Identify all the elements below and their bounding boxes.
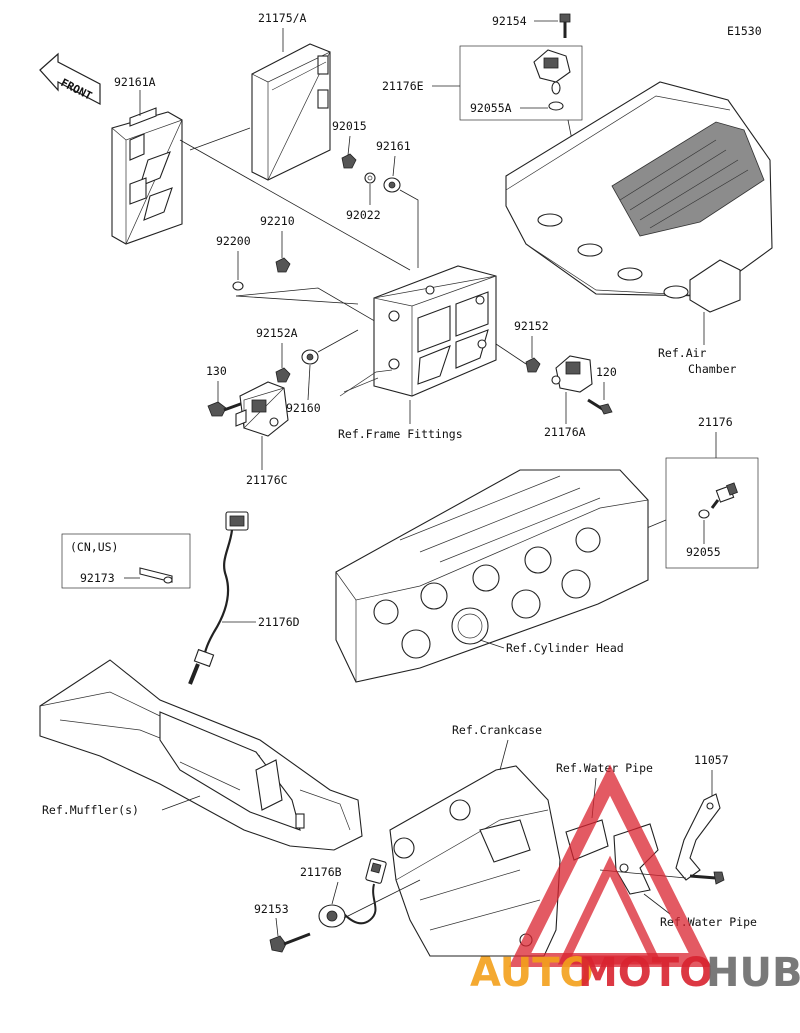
ecu-21175a bbox=[251, 43, 331, 181]
label-92161a: 92161A bbox=[114, 75, 156, 89]
sensor-21176e bbox=[533, 49, 571, 95]
nut-92015 bbox=[341, 153, 357, 169]
ref-frame-fittings: Ref.Frame Fittings bbox=[338, 427, 463, 441]
bracket-11057 bbox=[675, 793, 721, 881]
label-92055a: 92055A bbox=[470, 101, 512, 115]
region-note: (CN,US) bbox=[70, 540, 118, 554]
front-arrow-icon: FRONT bbox=[39, 52, 101, 105]
sensor-21176c bbox=[235, 381, 289, 437]
box-21176e bbox=[459, 45, 583, 121]
air-chamber bbox=[505, 81, 773, 313]
muffler bbox=[39, 659, 363, 851]
ref-cylinder-head: Ref.Cylinder Head bbox=[506, 641, 624, 655]
label-130: 130 bbox=[206, 364, 227, 378]
label-11057: 11057 bbox=[694, 753, 729, 767]
box-92173 bbox=[61, 533, 191, 589]
sensor-21176b bbox=[318, 858, 387, 928]
label-92200: 92200 bbox=[216, 234, 251, 248]
label-92015: 92015 bbox=[332, 119, 367, 133]
oring-92055 bbox=[698, 509, 710, 519]
label-92152a: 92152A bbox=[256, 326, 298, 340]
label-21176a: 21176A bbox=[544, 425, 586, 439]
cylinder-head bbox=[335, 469, 649, 683]
label-21176d: 21176D bbox=[258, 615, 300, 629]
box-21176 bbox=[665, 457, 759, 569]
label-120: 120 bbox=[596, 365, 617, 379]
ref-air-chamber-1: Ref.Air bbox=[658, 346, 707, 360]
label-92173: 92173 bbox=[80, 571, 115, 585]
bracket-92161a bbox=[111, 107, 183, 245]
sensor-21176d bbox=[188, 511, 249, 685]
ref-crankcase: Ref.Crankcase bbox=[452, 723, 542, 737]
frame-bracket bbox=[339, 265, 497, 397]
nut-92152 bbox=[525, 357, 541, 373]
label-92154: 92154 bbox=[492, 14, 527, 28]
clamp-92173 bbox=[139, 567, 173, 584]
label-21176: 21176 bbox=[698, 415, 733, 429]
ref-mufflers: Ref.Muffler(s) bbox=[42, 803, 139, 817]
label-21176b: 21176B bbox=[300, 865, 342, 879]
bolt-120 bbox=[587, 398, 613, 415]
ref-air-chamber-2: Chamber bbox=[688, 362, 737, 376]
bolt-92154 bbox=[559, 13, 571, 38]
washer-92200 bbox=[232, 281, 244, 291]
label-21176e: 21176E bbox=[382, 79, 424, 93]
bolt-11057 bbox=[689, 871, 725, 885]
bolt-92153 bbox=[269, 932, 311, 953]
nut-92152a bbox=[275, 367, 291, 383]
oring-92055a bbox=[548, 101, 564, 111]
label-21175a: 21175/A bbox=[258, 11, 307, 25]
label-21176c: 21176C bbox=[246, 473, 288, 487]
watermark-word-auto: AUTO bbox=[470, 950, 594, 996]
sensor-21176 bbox=[710, 482, 738, 509]
diagram-code: E1530 bbox=[727, 24, 762, 38]
washer-92022 bbox=[364, 172, 376, 184]
watermark-word-moto: MOTO bbox=[578, 950, 713, 996]
automotohub-watermark: AUTO MOTO HUB bbox=[470, 764, 800, 996]
label-92055: 92055 bbox=[686, 545, 721, 559]
label-92022: 92022 bbox=[346, 208, 381, 222]
label-92210: 92210 bbox=[260, 214, 295, 228]
nut-92210 bbox=[275, 257, 291, 273]
label-92153: 92153 bbox=[254, 902, 289, 916]
label-92160: 92160 bbox=[286, 401, 321, 415]
label-92152: 92152 bbox=[514, 319, 549, 333]
label-92161: 92161 bbox=[376, 139, 411, 153]
ref-water-pipe-top: Ref.Water Pipe bbox=[556, 761, 653, 775]
watermark-word-hub: HUB bbox=[706, 950, 800, 996]
sensor-21176a bbox=[551, 355, 593, 393]
watermark-triangle-inner bbox=[557, 855, 663, 965]
